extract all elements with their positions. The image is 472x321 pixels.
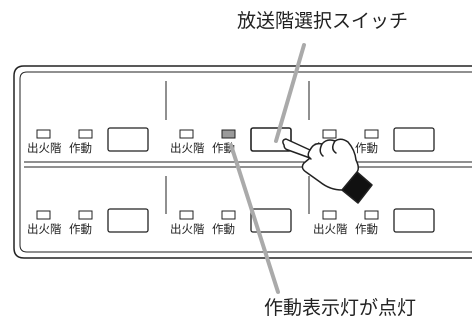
fire-floor-label: 出火階 <box>170 141 205 155</box>
fire-floor-label: 出火階 <box>27 222 62 236</box>
operation-lamp <box>221 210 236 220</box>
fire-floor-label: 出火階 <box>313 222 348 236</box>
floor-select-switch[interactable] <box>393 208 435 233</box>
floor-select-switch-callout: 放送階選択スイッチ <box>237 10 409 32</box>
leader-indicator <box>229 143 280 294</box>
floor-select-switch-pressed[interactable] <box>250 127 292 152</box>
operation-lamp-lit <box>221 129 236 139</box>
operation-lamp <box>78 129 93 139</box>
pointing-hand-icon <box>282 138 373 204</box>
floor-select-switch[interactable] <box>107 208 149 233</box>
fire-floor-lamp <box>36 129 51 139</box>
operation-label: 作動 <box>355 222 378 236</box>
leader-switch <box>274 43 306 143</box>
indicator-lit-callout: 作動表示灯が点灯 <box>264 297 417 319</box>
floor-select-switch[interactable] <box>107 127 149 152</box>
floor-select-switch[interactable] <box>393 127 435 152</box>
operation-lamp <box>364 210 379 220</box>
column-dividers <box>165 81 310 214</box>
fire-floor-label: 出火階 <box>27 141 62 155</box>
fire-floor-lamp <box>179 210 194 220</box>
fire-floor-lamp <box>322 129 337 139</box>
fire-floor-label: 出火階 <box>170 222 205 236</box>
panel-frame <box>13 65 472 259</box>
fire-floor-lamp <box>322 210 337 220</box>
operation-label: 作動 <box>212 222 235 236</box>
floor-select-switch[interactable] <box>250 208 292 233</box>
operation-label: 作動 <box>69 141 92 155</box>
operation-lamp <box>78 210 93 220</box>
operation-label: 作動 <box>69 222 92 236</box>
fire-floor-lamp <box>36 210 51 220</box>
operation-label: 作動 <box>355 141 378 155</box>
fire-floor-lamp <box>179 129 194 139</box>
operation-lamp <box>364 129 379 139</box>
